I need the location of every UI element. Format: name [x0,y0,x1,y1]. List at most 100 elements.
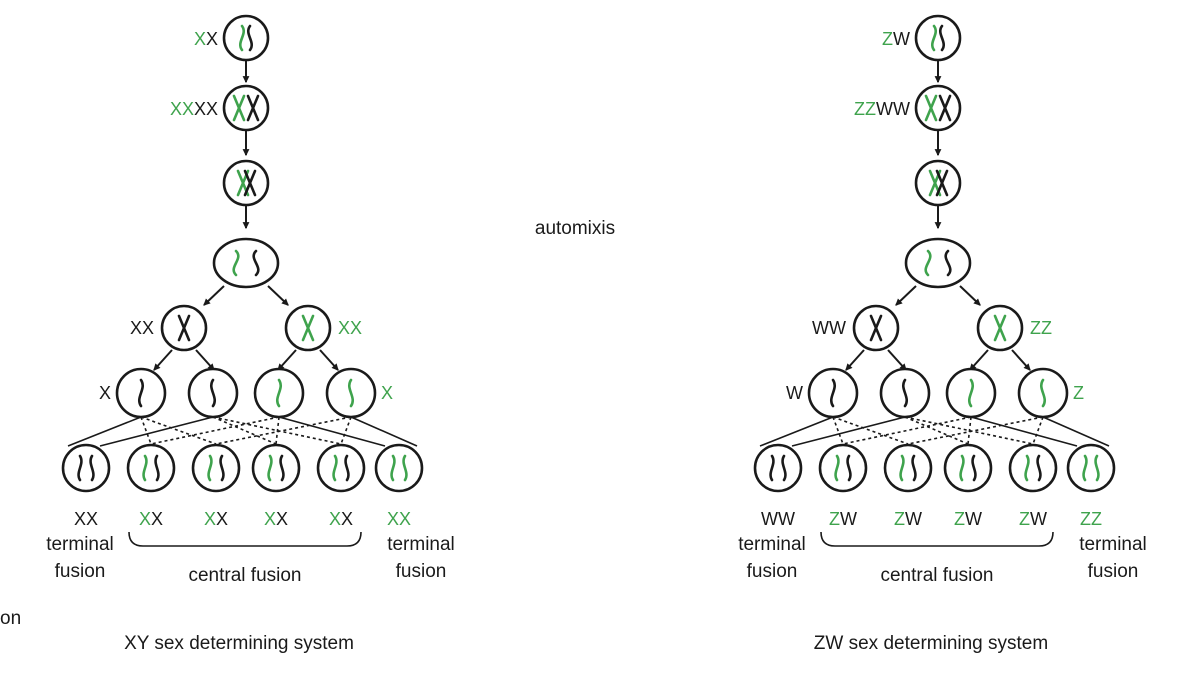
offspring-genotype-label: ZW [1019,509,1047,529]
central-fusion-line [212,416,342,445]
daughter-chromosome-right [301,314,315,342]
terminal-fusion-line [1042,416,1110,447]
pairing-cell [914,159,962,207]
arrow-head [934,222,942,230]
terminal-fusion-left-line1: terminal [738,534,806,555]
arrow [934,131,942,157]
terminal-fusion-right-line1: terminal [387,534,455,555]
top-genotype-label: XX [194,29,218,49]
arrow [153,349,173,371]
offspring-chromosome [1082,454,1088,482]
central-fusion-line [842,416,972,445]
recombined-chromosome-black [252,249,260,277]
offspring-cell-1 [61,443,111,493]
arrow [195,349,215,371]
system-caption: ZW sex determining system [814,633,1048,654]
offspring-genotype-label: WW [761,509,795,529]
offspring-genotype-label: XX [204,509,228,529]
daughter-chromosome-left [177,314,191,342]
offspring-cell-3 [883,443,933,493]
central-fusion-line [1032,416,1044,445]
offspring-chromosome [344,454,350,482]
terminal-fusion-left-line2: fusion [55,561,106,582]
offspring-chromosome [834,454,840,482]
offspring-cell-4 [943,443,993,493]
arrow [203,285,225,306]
recombined-chromosome-green [924,249,932,277]
arrow [277,349,297,371]
arrow-head [973,298,981,306]
offspring-chromosome [781,454,787,482]
central-fusion-line [275,416,280,445]
arrow [242,61,250,84]
offspring-chromosome [77,454,83,482]
offspring-genotype-label: XX [264,509,288,529]
offspring-chromosome [1094,454,1100,482]
offspring-genotype-label: ZW [829,509,857,529]
top-genotype-label: ZW [882,29,910,49]
arrow [845,349,865,371]
chromosome-green [931,24,937,52]
fusion-lines [67,416,418,447]
offspring-genotype-label: ZW [894,509,922,529]
central-fusion-line [907,416,1044,445]
offspring-cell-6 [1066,443,1116,493]
arrow [895,285,917,306]
central-fusion-line [340,416,352,445]
single-chromosome [276,378,282,408]
offspring-chromosome [846,454,852,482]
offspring-chromosome [279,454,285,482]
duplicated-genotype-label: ZZWW [854,99,910,119]
central-fusion-line [140,416,152,445]
meiosis1-left-label: WW [812,318,846,338]
central-fusion-line [904,416,969,445]
offspring-genotype-label: XX [74,509,98,529]
meiosis2-left-label: X [99,383,111,403]
single-chromosome [968,378,974,408]
offspring-chromosome [1024,454,1030,482]
arrow [934,206,942,230]
top-cell [222,14,270,62]
arrow [242,131,250,157]
offspring-chromosome [899,454,905,482]
arrow-head [895,298,903,306]
duplicated-chromosome-black [938,94,952,122]
meiosis2-left-label: W [786,383,803,403]
arrow-head [153,363,161,371]
offspring-chromosome [332,454,338,482]
arrow-head [281,298,289,306]
terminal-fusion-right-line2: fusion [1088,561,1139,582]
offspring-cell-5 [1008,443,1058,493]
meiosis1-right-label: XX [338,318,362,338]
offspring-genotype-label: XX [329,509,353,529]
central-fusion-line [832,416,909,445]
paired-chromosome-black [243,169,257,197]
offspring-genotype-label: XX [139,509,163,529]
duplicated-genotype-label: XXXX [170,99,218,119]
central-fusion-line [904,416,1034,445]
duplicated-chromosome-green [232,94,246,122]
offspring-chromosome [207,454,213,482]
central-fusion-line [832,416,844,445]
replicated-cell [222,84,270,132]
offspring-chromosome [219,454,225,482]
arrow-head [934,149,942,157]
single-chromosome [138,378,144,408]
offspring-chromosome [390,454,396,482]
terminal-fusion-line [791,416,906,447]
arrow [887,349,907,371]
offspring-cell-4 [251,443,301,493]
chromosome-green [239,24,245,52]
central-fusion-bracket [128,531,362,547]
arrow-head [242,222,250,230]
arrow-head [242,149,250,157]
duplicated-chromosome-black [246,94,260,122]
offspring-chromosome [142,454,148,482]
arrow-head [242,76,250,84]
single-chromosome [830,378,836,408]
arrow-head [1023,363,1031,371]
central-fusion-line [215,416,352,445]
arrow [1011,349,1031,371]
terminal-fusion-line [759,416,834,447]
central-fusion-line [150,416,280,445]
